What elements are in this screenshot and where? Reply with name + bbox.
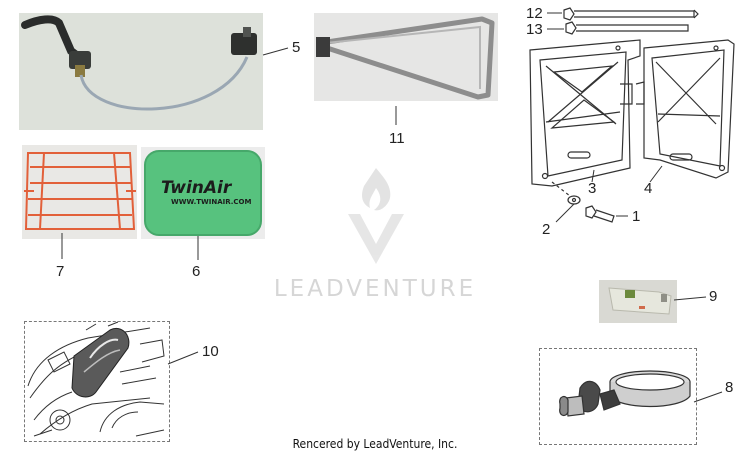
filter-brand-text: TwinAir [161,178,232,198]
callout-1: 1 [632,208,641,225]
watermark-text: LEADVENTURE [273,276,477,302]
callout-3: 3 [588,180,597,197]
callout-8: 8 [725,379,734,396]
bracket-pair-drawing [529,7,735,223]
callout-2: 2 [542,221,551,238]
air-filter-photo: TwinAir WWW.TWINAIR.COM [141,147,265,239]
callout-7: 7 [56,263,65,280]
clamp-box [539,348,697,445]
callout-6: 6 [192,263,201,280]
plate-photo [599,280,677,323]
callout-11: 11 [389,130,405,147]
callout-12: 12 [526,5,543,22]
leadventure-logo-watermark [348,168,404,264]
callout-9: 9 [709,288,718,305]
callout-13: 13 [526,21,543,38]
engine-filter-box [24,321,170,442]
filter-cage-photo [22,145,137,239]
callout-10: 10 [202,343,219,360]
filter-url-text: WWW.TWINAIR.COM [171,198,252,206]
callout-4: 4 [644,180,653,197]
callout-5: 5 [292,39,301,56]
footer-credit: Rencered by LeadVenture, Inc. [292,437,458,451]
bracket-photo [314,13,498,101]
clutch-lever-photo [19,13,263,130]
